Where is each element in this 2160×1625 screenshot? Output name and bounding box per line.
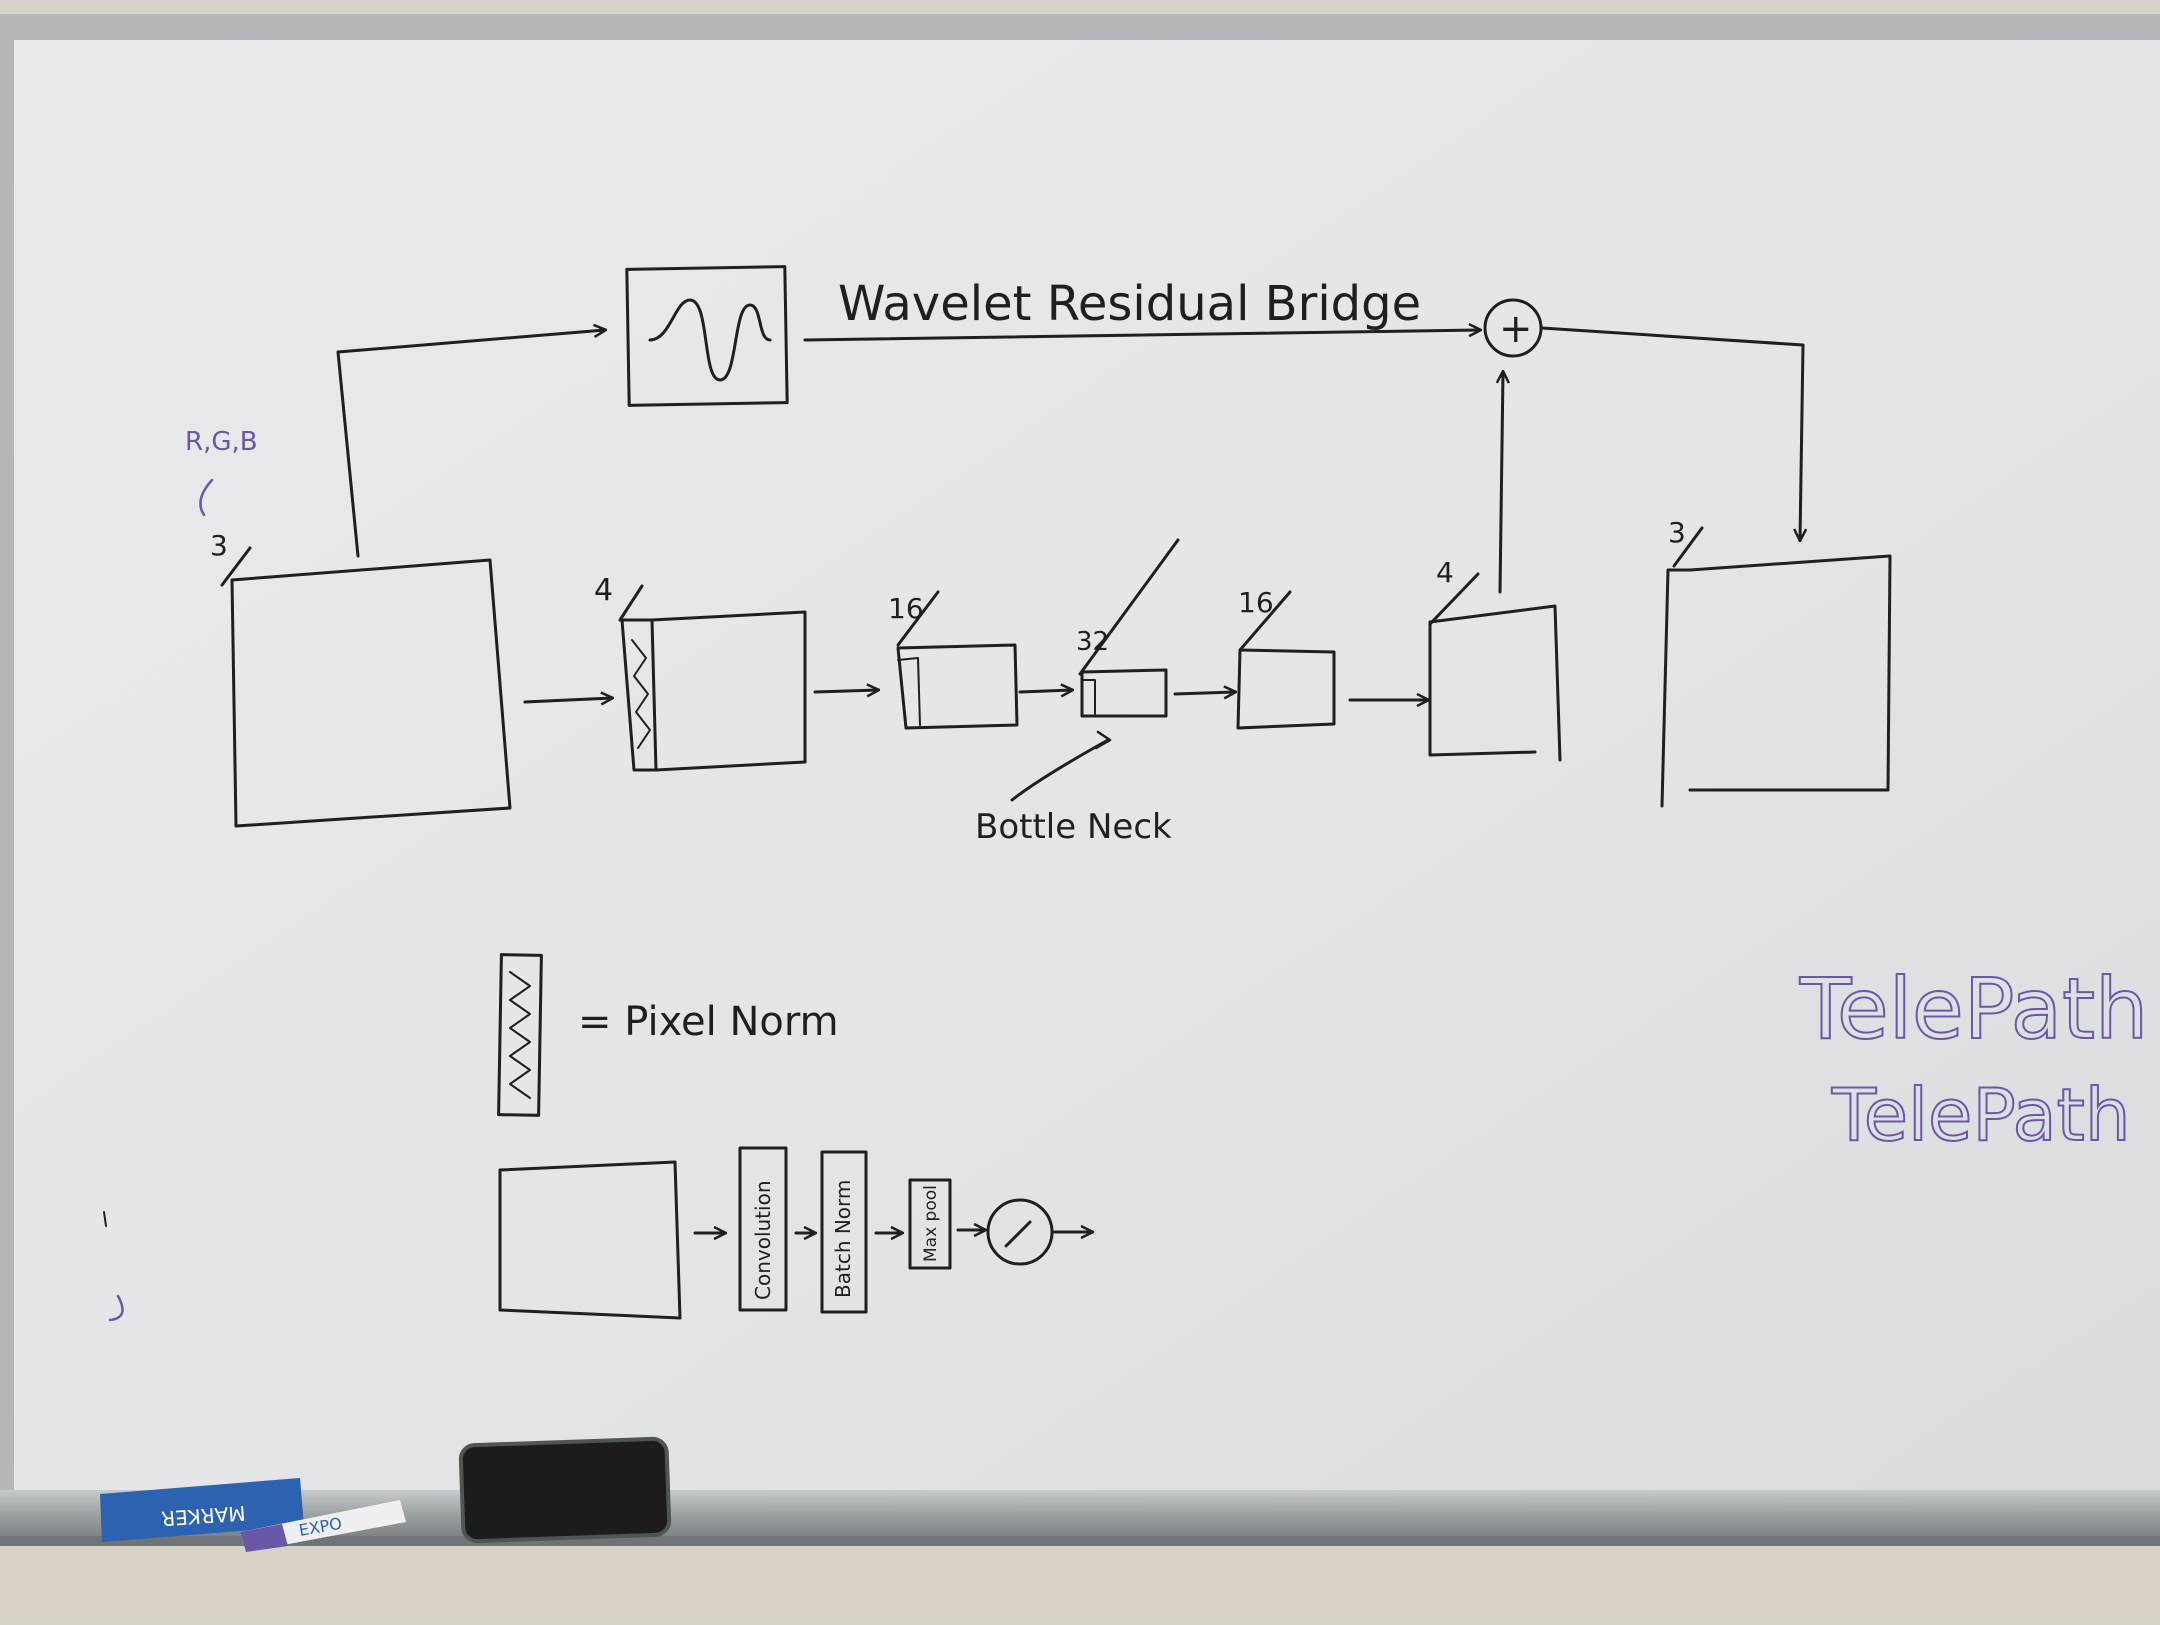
phone [458, 1436, 672, 1544]
conv-block-label: Convolution [751, 1181, 775, 1301]
channel-label-4: 16 [1238, 586, 1274, 619]
activation-circle [986, 1198, 1054, 1266]
wavelet-box [625, 265, 789, 407]
maxpool-block [908, 1178, 952, 1270]
channel-label-1: 4 [594, 573, 613, 608]
maxpool-block-label: Max pool [921, 1185, 941, 1262]
eraser-text: MARKER [160, 1501, 246, 1531]
rgb-note: R,G,B [185, 427, 258, 457]
stage-box-5 [1428, 604, 1562, 762]
stage-box-3 [1080, 668, 1168, 718]
output-image-box [1660, 554, 1892, 808]
wavelet-icon [648, 298, 772, 382]
input-image-box [230, 558, 512, 828]
marker: EXPO [240, 1500, 406, 1552]
conv-block [738, 1146, 788, 1312]
eraser: MARKER [100, 1478, 304, 1542]
block-box [498, 1160, 682, 1320]
whiteboard [14, 40, 2160, 1492]
output-channels-label: 3 [1668, 516, 1686, 549]
add-symbol: + [1499, 306, 1533, 352]
pixel-norm-legend: = Pixel Norm [578, 999, 839, 1045]
channel-label-5: 4 [1436, 556, 1454, 589]
drawing: R,G,B 3 Wavelet Residual Bridge + 4 16 3… [103, 265, 1892, 1322]
batchnorm-block [820, 1150, 868, 1314]
stage-box-4 [1236, 648, 1336, 730]
stage-box-2 [896, 643, 1019, 730]
pixel-norm-legend-icon [497, 953, 543, 1117]
bridge-label: Wavelet Residual Bridge [838, 276, 1421, 332]
input-channels-label: 3 [210, 529, 228, 562]
stage-box-1 [650, 610, 807, 772]
batchnorm-block-label: Batch Norm [831, 1180, 855, 1298]
side-note-1: TelePath [1799, 960, 2148, 1058]
side-note-2: TelePath [1831, 1073, 2131, 1157]
bottleneck-label: Bottle Neck [975, 807, 1172, 847]
